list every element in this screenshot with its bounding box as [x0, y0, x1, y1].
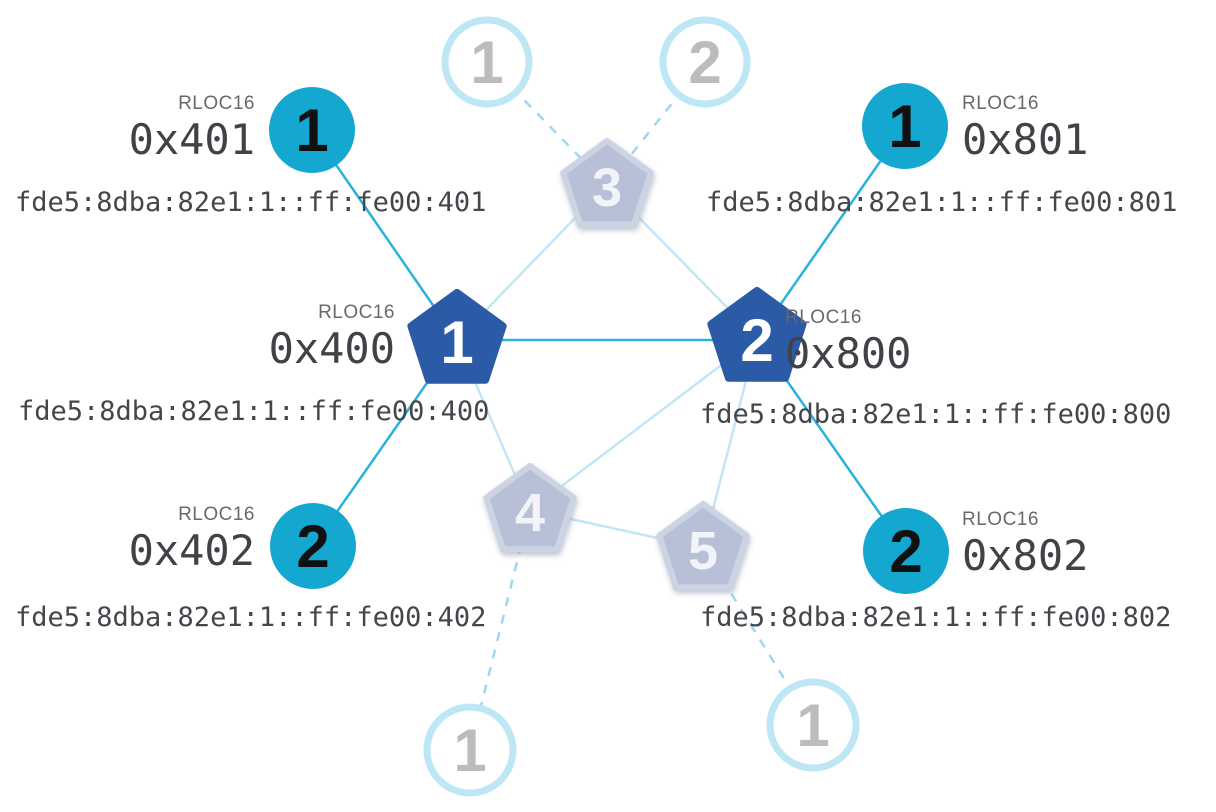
node-child-401[interactable] [269, 87, 355, 173]
child-401-label-block: RLOC16 0x401 [129, 92, 255, 163]
rloc16-caption: RLOC16 [962, 509, 1039, 530]
active-routers-layer [407, 287, 807, 384]
rloc16-caption: RLOC16 [178, 93, 255, 114]
children-layer [269, 83, 949, 594]
child-802-label-block: RLOC16 0x802 [962, 508, 1088, 579]
ipv6-address-402: fde5:8dba:82e1:1::ff:fe00:402 [15, 602, 487, 633]
rloc16-caption: RLOC16 [318, 302, 395, 323]
node-child-801[interactable] [862, 83, 948, 169]
node-child-802[interactable] [863, 508, 949, 594]
ipv6-address-800: fde5:8dba:82e1:1::ff:fe00:800 [700, 399, 1172, 430]
node-child-402[interactable] [270, 503, 356, 589]
link-child801-router2 [755, 125, 907, 339]
link-router2-router4 [529, 337, 758, 511]
rloc16-value: 0x802 [962, 531, 1089, 580]
inactive-routers-layer [483, 138, 750, 591]
ipv6-address-400: fde5:8dba:82e1:1::ff:fe00:400 [18, 396, 490, 427]
node-router-3[interactable] [560, 138, 654, 228]
child-801-label-block: RLOC16 0x801 [962, 92, 1088, 163]
node-router-5[interactable] [656, 501, 750, 591]
rloc16-value: 0x402 [128, 526, 255, 575]
rloc16-value: 0x401 [128, 115, 255, 164]
router-2-label-block: RLOC16 0x800 [785, 306, 911, 377]
node-faded-child-top-left[interactable] [441, 16, 533, 108]
rloc16-value: 0x400 [268, 324, 395, 373]
ipv6-address-401: fde5:8dba:82e1:1::ff:fe00:401 [15, 187, 487, 218]
node-router-2[interactable] [707, 287, 807, 382]
rloc16-caption: RLOC16 [785, 307, 862, 328]
router-1-label-block: RLOC16 0x400 [269, 301, 395, 372]
ipv6-address-801: fde5:8dba:82e1:1::ff:fe00:801 [706, 187, 1178, 218]
node-router-4[interactable] [483, 463, 577, 553]
faded-children-layer [423, 16, 860, 797]
node-router-1[interactable] [407, 289, 507, 384]
ipv6-address-802: fde5:8dba:82e1:1::ff:fe00:802 [700, 602, 1172, 633]
rloc16-caption: RLOC16 [178, 504, 255, 525]
rloc16-value: 0x801 [962, 115, 1089, 164]
child-402-label-block: RLOC16 0x402 [129, 503, 255, 574]
node-faded-child-bottom-right[interactable] [766, 678, 860, 772]
rloc16-caption: RLOC16 [962, 93, 1039, 114]
node-faded-child-top-right[interactable] [659, 16, 751, 108]
node-faded-child-bottom-left[interactable] [423, 703, 517, 797]
rloc16-value: 0x800 [785, 329, 912, 378]
